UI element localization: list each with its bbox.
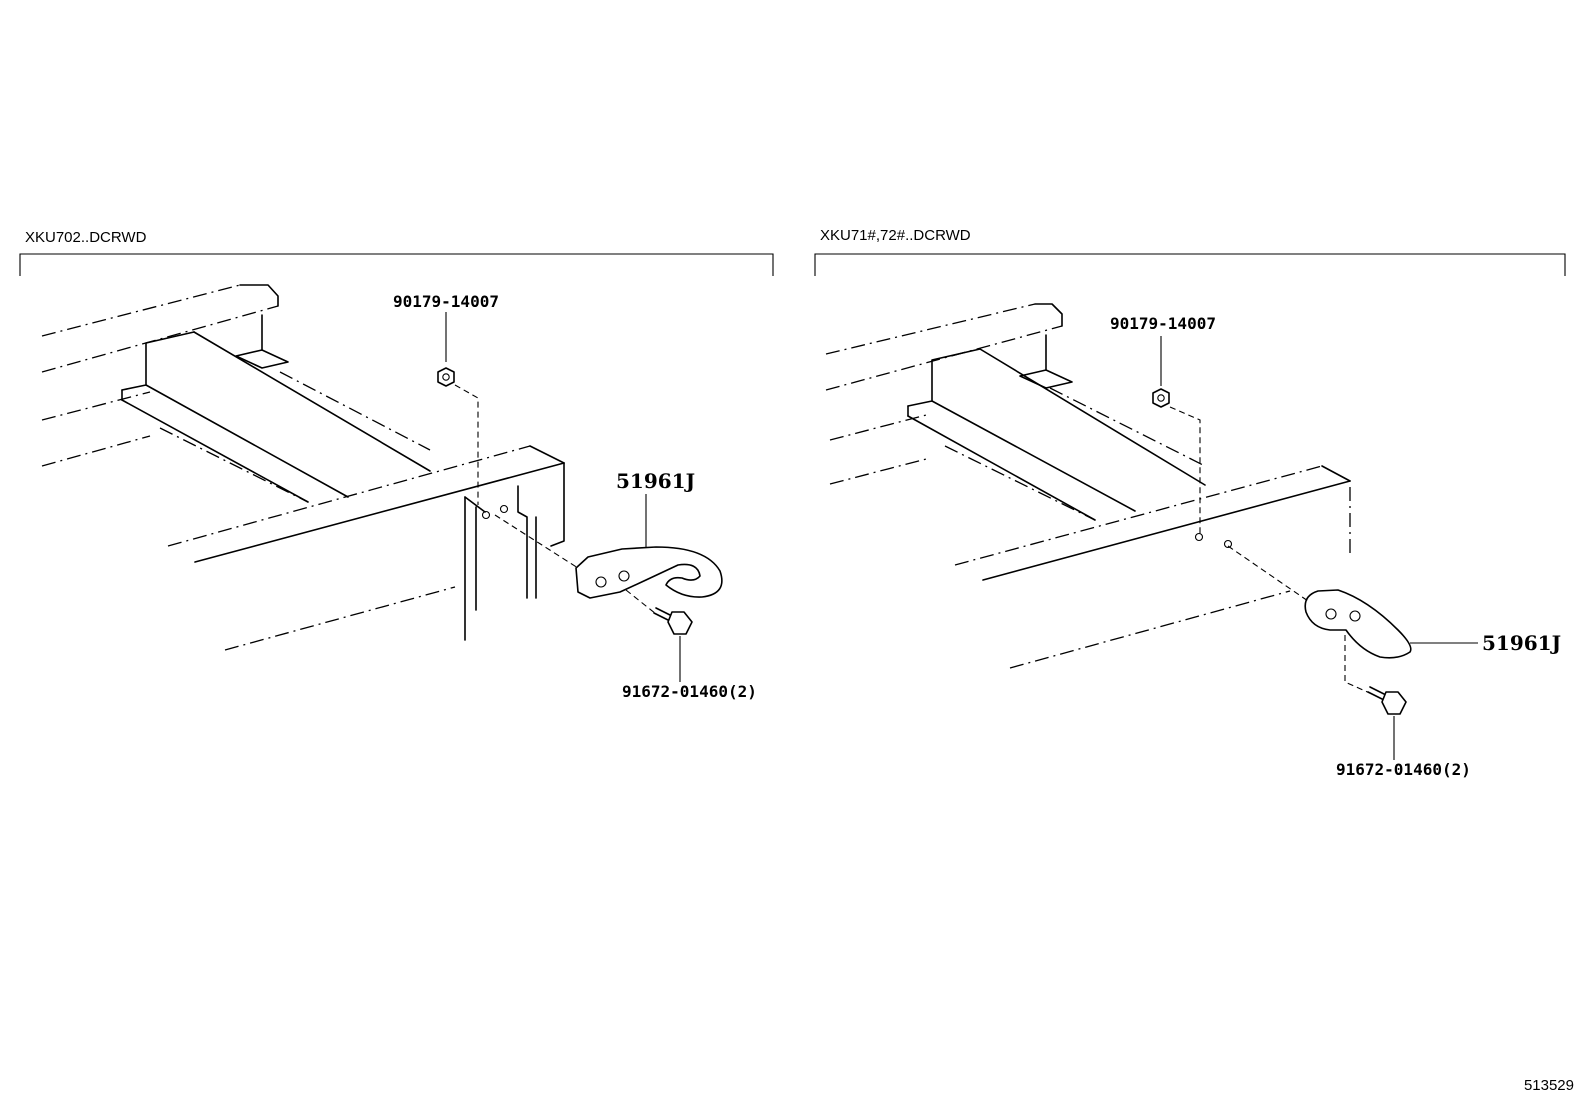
right-bolt-part-label: 91672-01460(2) (1336, 760, 1471, 779)
reference-number: 513529 (1524, 1077, 1574, 1094)
right-panel-bracket (814, 253, 1566, 276)
left-panel-header: XKU702..DCRWD (25, 229, 147, 246)
left-panel: XKU702..DCRWD (19, 229, 774, 701)
left-nut (437, 367, 455, 387)
right-frame-drawing (825, 303, 1351, 669)
left-hook-part-label: 51961J (616, 469, 695, 493)
right-guides (1160, 336, 1478, 760)
right-panel-header: XKU71#,72#..DCRWD (820, 227, 971, 244)
left-nut-part-label: 90179-14007 (393, 292, 499, 311)
right-hook (1304, 589, 1412, 659)
left-bolt-part-label: 91672-01460(2) (622, 682, 757, 701)
right-hook-part-label: 51961J (1482, 631, 1561, 655)
left-panel-bracket (19, 253, 774, 276)
right-nut-part-label: 90179-14007 (1110, 314, 1216, 333)
left-guides (445, 312, 681, 682)
right-bolt (1367, 686, 1407, 715)
right-panel: XKU71#,72#..DCRWD (814, 227, 1566, 779)
left-bolt (653, 607, 693, 635)
left-hook (575, 546, 723, 599)
right-nut (1152, 388, 1170, 408)
left-frame-drawing (41, 284, 565, 651)
